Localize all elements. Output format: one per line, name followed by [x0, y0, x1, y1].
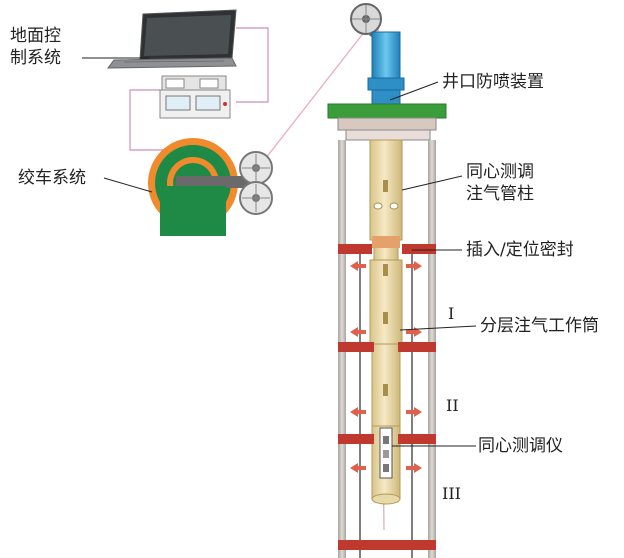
- wellhead-flange: [327, 103, 447, 141]
- control-panel-icon: [159, 75, 231, 119]
- packers: [338, 236, 436, 550]
- tubing-string: [369, 139, 403, 505]
- label-mandrel: 分层注气工作筒: [480, 316, 599, 336]
- label-ground-control-line2: 制系统: [10, 48, 61, 68]
- gas-injection-arrows: [350, 261, 422, 473]
- zone-label-1: I: [448, 304, 455, 323]
- panel-to-winch-cable: [129, 89, 172, 151]
- zone-label-2: II: [446, 396, 459, 415]
- measuring-tool: [379, 427, 393, 479]
- label-packer: 插入/定位密封: [466, 240, 574, 260]
- sheave-wheel-icon: [239, 151, 273, 215]
- label-tubing-line1: 同心测调: [466, 162, 534, 182]
- laptop-to-panel-cable: [236, 27, 269, 103]
- zone-label-3: III: [442, 484, 461, 503]
- label-ground-control-line1: 地面控: [10, 26, 61, 46]
- label-tubing-line2: 注气管柱: [466, 184, 534, 204]
- winch-drum-icon: [148, 138, 248, 236]
- label-tool: 同心测调仪: [478, 436, 563, 456]
- leader-lines: [82, 57, 477, 447]
- logging-cable: [254, 21, 373, 173]
- lubricator: [367, 31, 405, 105]
- label-winch: 绞车系统: [18, 168, 86, 188]
- label-blowout-preventer: 井口防喷装置: [442, 72, 544, 92]
- laptop-icon: [106, 9, 237, 69]
